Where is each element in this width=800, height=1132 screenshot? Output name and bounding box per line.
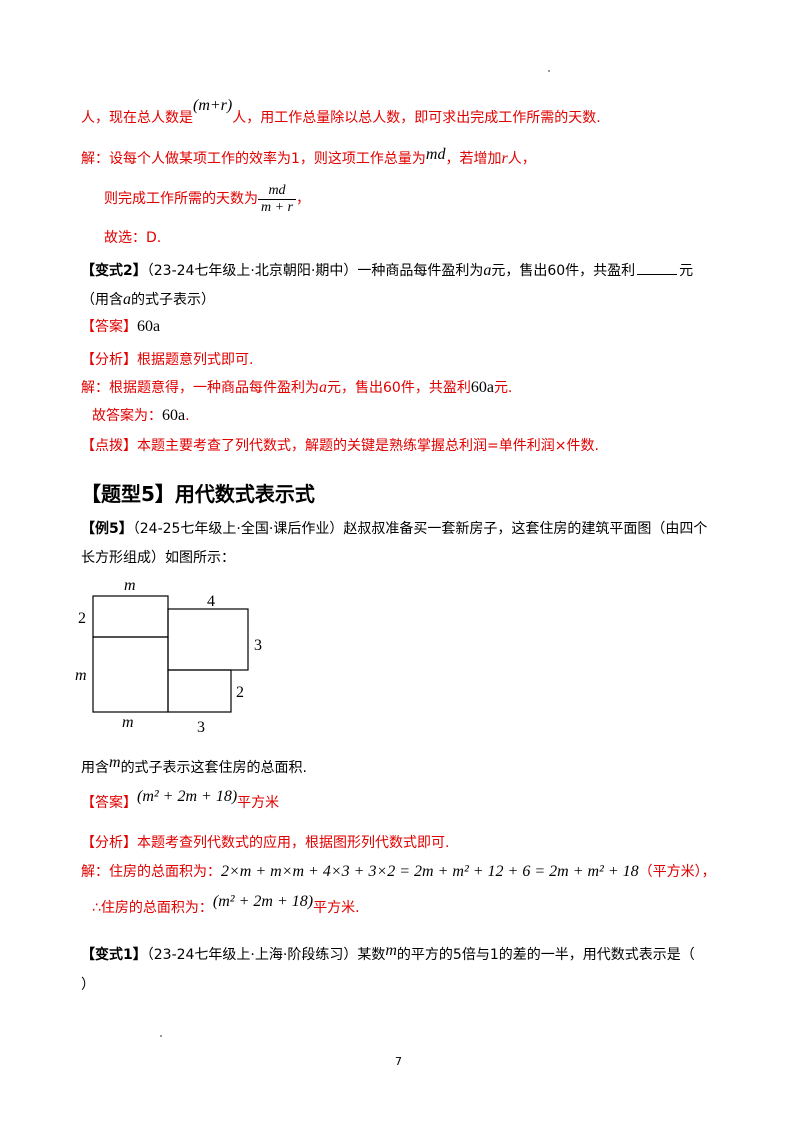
label-tag: 【答案】 (81, 795, 137, 811)
label-left-2: 2 (78, 610, 86, 627)
text-line: 人，现在总人数是(m+r)人，用工作总量除以总人数，即可求出完成工作所需的天数. (81, 97, 601, 128)
text-line: 长方形组成）如图所示： (81, 550, 235, 566)
label-left-m: m (75, 667, 87, 684)
text: ∴住房的总面积为： (92, 900, 213, 916)
label-bottom-m: m (122, 714, 134, 731)
room-rect-1 (92, 595, 169, 638)
text-line: ∴住房的总面积为：(m² + 2m + 18)平方米. (92, 893, 360, 918)
text-line: 解：根据题意得，一种商品每件盈利为a元，售出60件，共盈利60a元. (81, 378, 512, 398)
text: （用含 (81, 292, 123, 308)
math-var: r (501, 150, 508, 167)
math-var: a (319, 379, 327, 396)
label-tag: 【分析】 (81, 835, 137, 851)
text: 的式子表示这套住房的总面积. (120, 760, 308, 776)
section-heading: 【题型5】用代数式表示式 (81, 482, 315, 506)
text-line: 【点拨】本题主要考查了列代数式，解题的关键是熟练掌握总利润=单件利润×件数. (81, 436, 599, 456)
text: 的式子表示） (131, 292, 215, 308)
room-rect-2 (92, 636, 169, 713)
text: （24-25七年级上·全国·课后作业）赵叔叔准备买一套新房子，这套住房的建筑平面… (132, 521, 708, 537)
text: . (185, 408, 190, 424)
text: 元，售出60件，共盈利 (327, 380, 471, 396)
text-line: 【变式1】（23-24七年级上·上海·阶段练习）某数m的平方的5倍与1的差的一半… (81, 942, 695, 965)
math-expr: (m² + 2m + 18) (137, 788, 238, 805)
text-line: 【答案】60a (81, 317, 160, 337)
text: 故答案为： (92, 408, 162, 424)
text-line: 【答案】(m² + 2m + 18)平方米 (81, 788, 280, 813)
room-rect-3 (167, 608, 249, 671)
math-expr: 60a (137, 318, 161, 335)
label-top-4: 4 (207, 593, 215, 610)
text: 的平方的5倍与1的差的一半，用代数式表示是（ (396, 947, 695, 963)
math-var: a (123, 291, 131, 308)
label-right-3: 3 (254, 637, 262, 654)
scan-dot (548, 70, 550, 72)
label-tag: 【变式1】 (81, 947, 147, 963)
math-expr: 60a (470, 379, 494, 396)
floor-plan-figure: m 4 2 m 3 2 m 3 (75, 577, 262, 736)
text: 本题考查列代数式的应用，根据图形列代数式即可. (137, 835, 450, 851)
text-line: 【分析】根据题意列式即可. (81, 350, 253, 370)
math-expr: 2×m + m×m + 4×3 + 3×2 = 2m + m² + 12 + 6… (221, 863, 639, 880)
text: 解：根据题意得，一种商品每件盈利为 (81, 380, 319, 396)
text: （23-24七年级上·北京朝阳·期中）一种商品每件盈利为 (146, 263, 484, 279)
text: 平方米 (237, 795, 280, 811)
text: 解：住房的总面积为： (81, 864, 221, 880)
text-line: 【变式2】（23-24七年级上·北京朝阳·期中）一种商品每件盈利为a元，售出60… (81, 260, 693, 281)
text: 解：设每个人做某项工作的效率为1，则这项工作总量为 (81, 151, 426, 167)
label-tag: 【分析】 (81, 352, 137, 368)
text: 人，用工作总量除以总人数，即可求出完成工作所需的天数. (232, 110, 601, 126)
math-expr: (m² + 2m + 18) (212, 893, 314, 910)
text: 根据题意列式即可. (137, 352, 254, 368)
text: ，若增加 (445, 151, 502, 167)
text: 人， (507, 151, 536, 167)
answer-blank (637, 260, 678, 275)
text-line: 用含m的式子表示这套住房的总面积. (81, 754, 308, 778)
label-bottom-3: 3 (197, 719, 205, 736)
math-expr: md (425, 146, 446, 163)
text-line: 解：住房的总面积为：2×m + m×m + 4×3 + 3×2 = 2m + m… (81, 862, 716, 882)
text-line: 故选：D. (104, 230, 162, 246)
text: 本题主要考查了列代数式，解题的关键是熟练掌握总利润=单件利润×件数. (137, 438, 599, 454)
math-var: m (385, 942, 397, 959)
text-line: 解：设每个人做某项工作的效率为1，则这项工作总量为md，若增加r人， (81, 146, 536, 169)
label-tag: 【例5】 (81, 521, 133, 537)
text: 人，现在总人数是 (81, 110, 193, 126)
label-tag: 【变式2】 (81, 263, 147, 279)
label-tag: 【答案】 (81, 319, 137, 335)
label-right-2: 2 (236, 684, 244, 701)
text-line: 【分析】本题考查列代数式的应用，根据图形列代数式即可. (81, 833, 449, 853)
label-top-m: m (124, 577, 136, 594)
text: 元 (679, 263, 694, 279)
text: 则完成工作所需的天数为 (104, 191, 258, 207)
text-line: ） (81, 977, 95, 993)
room-rect-4 (167, 669, 232, 713)
math-var: m (109, 754, 121, 771)
page-number: 7 (395, 1055, 402, 1068)
text: 元. (493, 380, 513, 396)
text: ， (296, 191, 311, 207)
math-var: a (483, 262, 492, 279)
text-line: （用含a的式子表示） (81, 290, 215, 310)
text: 元，售出60件，共盈利 (491, 263, 636, 279)
math-expr: (m+r) (193, 97, 233, 114)
label-tag: 【点拨】 (81, 438, 137, 454)
text: （23-24七年级上·上海·阶段练习）某数 (146, 947, 386, 963)
text: 用含 (81, 760, 109, 776)
math-expr: 60a (162, 407, 186, 424)
denominator: m + r (261, 199, 294, 215)
scan-dot (160, 1035, 162, 1037)
numerator: md (258, 183, 297, 200)
text: （平方米）， (638, 864, 716, 880)
text: 平方米. (313, 900, 360, 916)
text-line: 【例5】（24-25七年级上·全国·课后作业）赵叔叔准备买一套新房子，这套住房的… (81, 519, 707, 539)
text-line: 故答案为：60a. (92, 406, 190, 426)
